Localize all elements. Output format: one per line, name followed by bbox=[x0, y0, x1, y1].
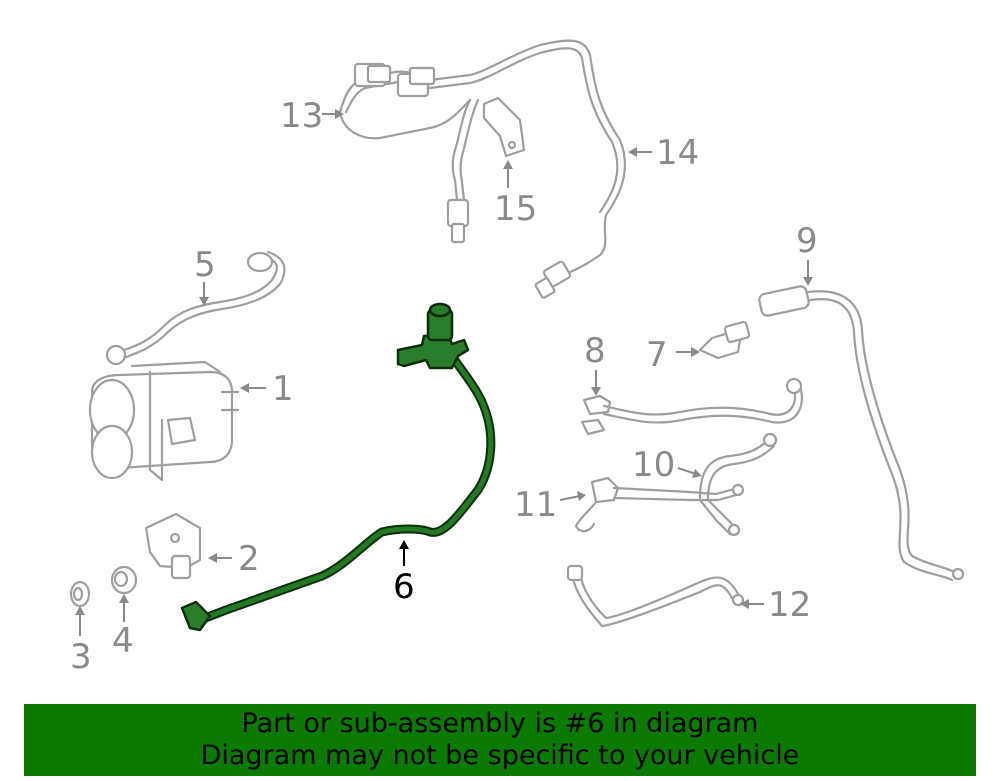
callout-arrows bbox=[75, 109, 813, 636]
part-2-valve bbox=[144, 512, 202, 580]
part-6-purge-hose bbox=[180, 302, 496, 632]
callout-6: 6 bbox=[393, 567, 415, 607]
callout-7: 7 bbox=[646, 335, 668, 375]
callout-3: 3 bbox=[70, 637, 92, 677]
part-11-connector bbox=[574, 476, 745, 533]
callout-12: 12 bbox=[768, 585, 811, 625]
callout-11: 11 bbox=[514, 485, 557, 525]
part-7-fitting bbox=[698, 320, 751, 360]
part-8-connector bbox=[580, 377, 803, 436]
part-15-bracket bbox=[482, 96, 526, 158]
banner-line-2: Diagram may not be specific to your vehi… bbox=[200, 740, 800, 771]
part-3-grommet bbox=[69, 580, 91, 608]
callout-4: 4 bbox=[112, 621, 134, 661]
part-1-canister bbox=[88, 360, 240, 482]
banner-line-1: Part or sub-assembly is #6 in diagram bbox=[241, 708, 759, 739]
part-4-bushing bbox=[110, 565, 138, 595]
callout-1: 1 bbox=[272, 369, 294, 409]
callout-9: 9 bbox=[796, 221, 818, 261]
callout-13: 13 bbox=[280, 96, 323, 136]
part-9-line bbox=[758, 285, 965, 582]
callout-10: 10 bbox=[632, 445, 675, 485]
part-12-tube bbox=[566, 564, 745, 628]
callout-labels: 13 14 15 5 1 2 3 4 6 7 8 9 10 11 12 bbox=[70, 96, 818, 677]
callout-14: 14 bbox=[656, 133, 699, 173]
callout-5: 5 bbox=[194, 245, 216, 285]
parts-diagram: 13 14 15 5 1 2 3 4 6 7 8 9 10 11 12 bbox=[69, 39, 965, 677]
info-banner: Part or sub-assembly is #6 in diagram Di… bbox=[24, 704, 976, 776]
part-10-line bbox=[698, 432, 778, 537]
callout-15: 15 bbox=[494, 189, 537, 229]
callout-2: 2 bbox=[238, 539, 260, 579]
callout-8: 8 bbox=[584, 331, 606, 371]
part-5-hose bbox=[105, 250, 286, 366]
part-13-wiring-connectors bbox=[338, 39, 627, 299]
